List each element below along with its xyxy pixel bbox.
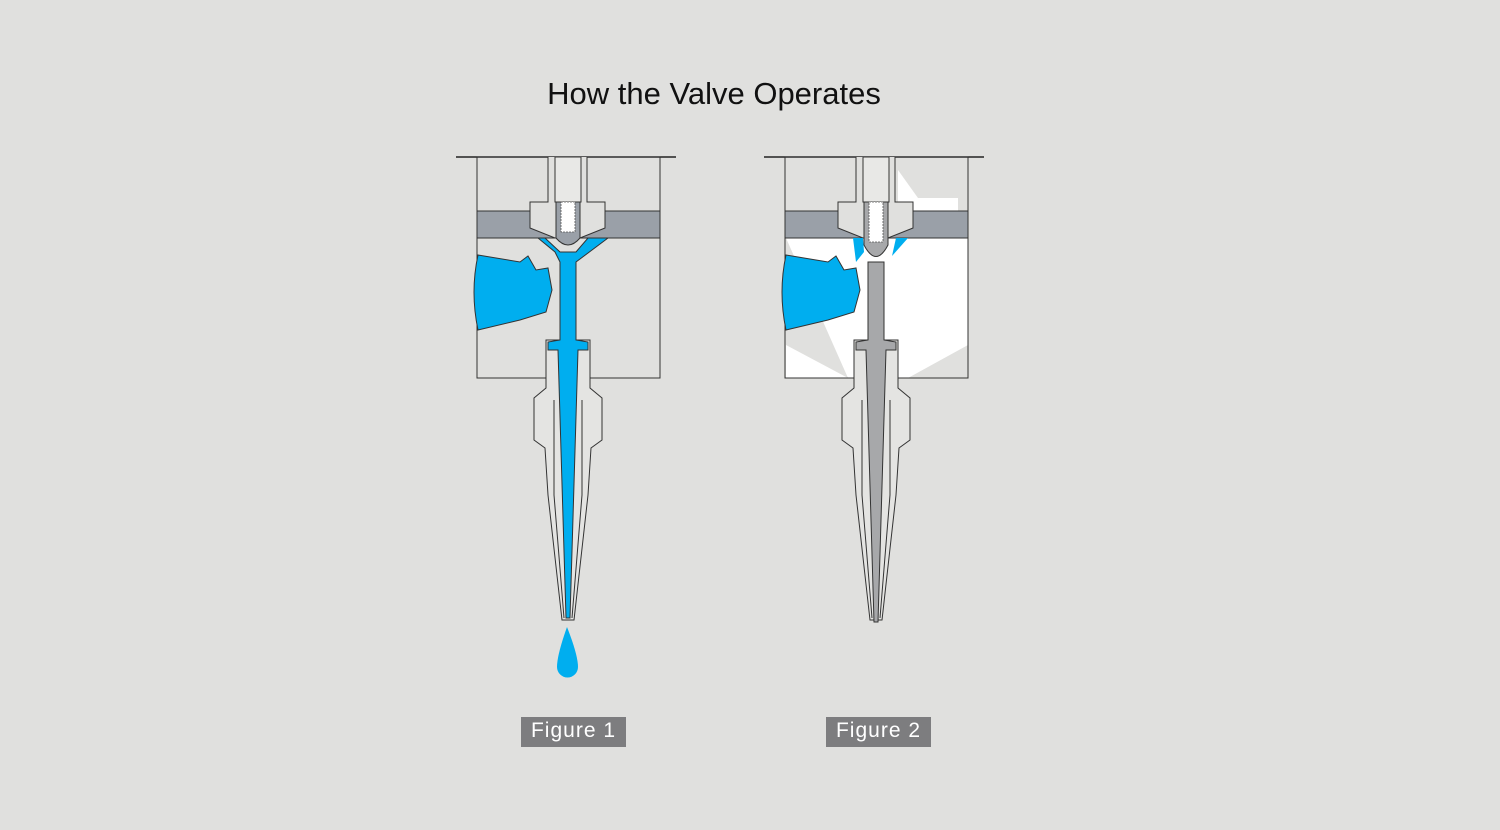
figure-1-valve-open [455, 156, 677, 678]
fluid-inlet [473, 254, 553, 331]
figure-2-valve-closed [763, 156, 985, 623]
diagram-title: How the Valve Operates [547, 76, 881, 111]
fluid-channel [536, 237, 610, 619]
fluid-inlet [781, 254, 861, 331]
figure-2-label: Figure 2 [826, 717, 931, 747]
water-drop-icon [557, 627, 578, 678]
valve-stem-closed [855, 201, 897, 623]
figure-1-label: Figure 1 [521, 717, 626, 747]
